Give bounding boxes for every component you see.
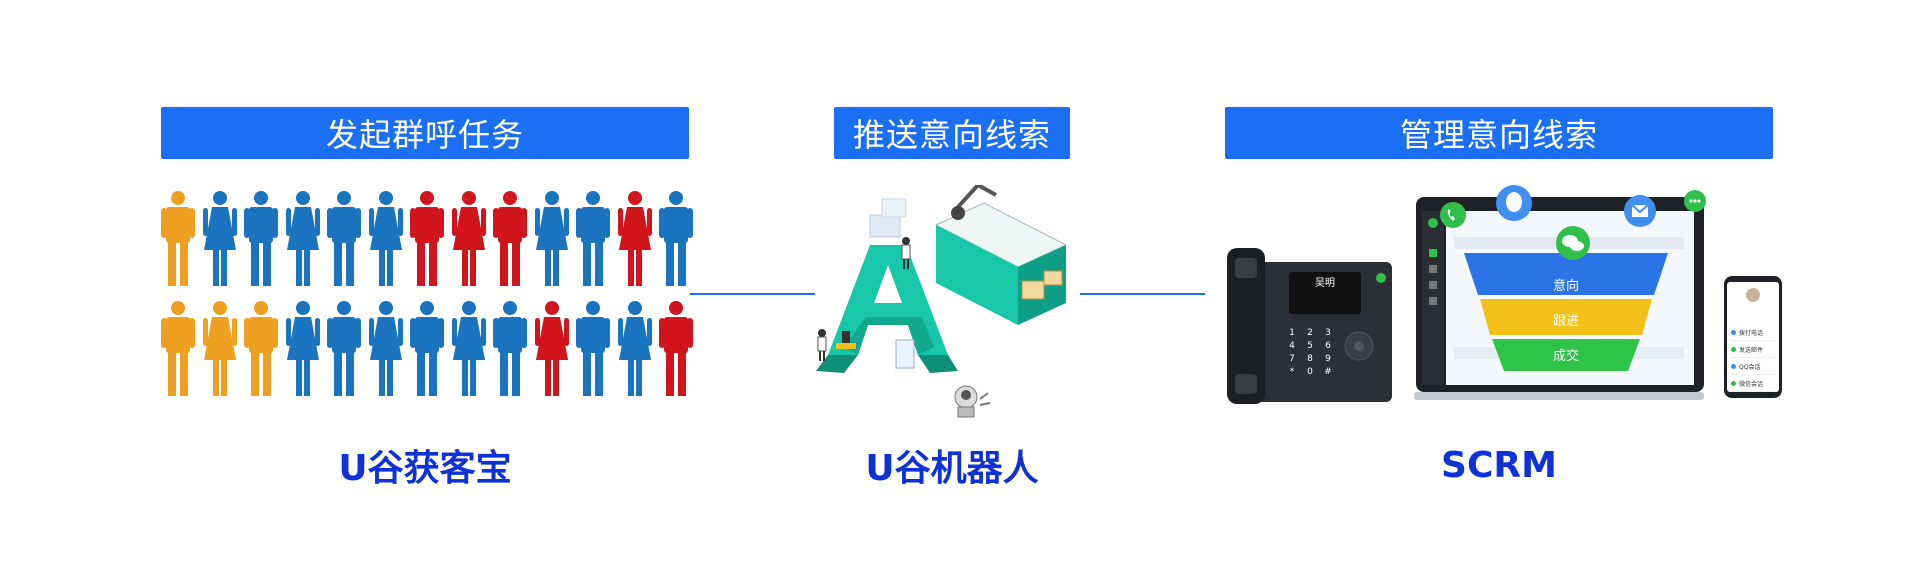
letter-a-block	[816, 245, 958, 373]
phone-keypad: 1 2 3 4 5 6 7 8 9 * 0 #	[1283, 328, 1337, 377]
female-person-icon	[534, 191, 569, 286]
stage-1-title: 发起群呼任务	[325, 116, 524, 154]
keypad-key: #	[1324, 367, 1332, 377]
keypad-key: 3	[1325, 328, 1331, 338]
action-icon	[1731, 346, 1736, 352]
female-person-icon	[534, 301, 569, 396]
phone-screen-name: 吴明	[1315, 278, 1335, 289]
keypad-key: 6	[1325, 341, 1331, 351]
worker-figure	[901, 237, 911, 269]
male-person-icon	[244, 301, 278, 396]
contact-action-item: 微信会话	[1731, 375, 1777, 392]
action-label: QQ会话	[1739, 363, 1761, 371]
male-person-icon	[161, 301, 195, 396]
hologram-panel	[869, 214, 901, 238]
phone-call-icon	[1440, 202, 1466, 228]
conveyor-box	[1043, 270, 1063, 286]
action-icon	[1731, 363, 1736, 369]
desk-phone: 吴明 1 2 3 4 5 6 7 8 9 * 0 #	[1227, 248, 1394, 406]
action-label: 微信会话	[1739, 380, 1764, 388]
letter-i-block	[934, 202, 1068, 325]
hologram-panel	[881, 198, 907, 218]
female-person-icon	[202, 301, 237, 396]
stage-2-title: 推送意向线索	[852, 116, 1051, 154]
action-label: 发送邮件	[1739, 346, 1764, 354]
mobile-phone: 拨打电话发送邮件 QQ会话微信会话	[1724, 276, 1782, 398]
action-icon	[1731, 329, 1736, 335]
connector-line-2	[1080, 293, 1205, 295]
keypad-key: 9	[1325, 354, 1331, 364]
funnel-label-1: 意向	[1552, 279, 1579, 294]
stage-1-banner: 发起群呼任务	[161, 107, 689, 159]
worker-figure	[817, 329, 827, 361]
ai-robot-illustration	[816, 185, 1068, 418]
small-robot	[954, 385, 991, 418]
keypad-key: 8	[1307, 354, 1313, 364]
male-person-icon	[493, 301, 527, 396]
stage-3-title: 管理意向线索	[1399, 116, 1598, 154]
action-label: 拨打电话	[1739, 329, 1764, 337]
male-person-icon	[659, 301, 693, 396]
keypad-key: 5	[1307, 341, 1313, 351]
contact-menu: 拨打电话发送邮件 QQ会话微信会话	[1731, 324, 1777, 392]
connector-line-1	[690, 293, 815, 295]
female-person-icon	[202, 191, 237, 286]
avatar	[1746, 288, 1760, 302]
female-person-icon	[368, 301, 403, 396]
robot-arm	[951, 185, 997, 220]
funnel-label-2: 跟进	[1552, 314, 1579, 329]
lamp-figure	[836, 331, 856, 349]
male-person-icon	[659, 191, 693, 286]
keypad-key: 0	[1307, 367, 1313, 377]
stage-2-product: U谷机器人	[865, 448, 1039, 489]
female-person-icon	[285, 301, 320, 396]
female-person-icon	[617, 301, 652, 396]
mail-icon	[1624, 195, 1656, 227]
male-person-icon	[576, 191, 610, 286]
male-person-icon	[244, 191, 278, 286]
qq-icon	[1496, 185, 1532, 221]
keypad-key: *	[1289, 367, 1295, 377]
stage-2-banner: 推送意向线索	[834, 107, 1070, 159]
female-person-icon	[285, 191, 320, 286]
keypad-key: 2	[1307, 328, 1313, 338]
contact-action-item: 发送邮件	[1731, 341, 1777, 358]
male-person-icon	[327, 191, 361, 286]
stage-3-banner: 管理意向线索	[1225, 107, 1773, 159]
contact-action-item: 拨打电话	[1731, 324, 1777, 341]
female-person-icon	[451, 301, 486, 396]
keypad-key: 4	[1289, 341, 1295, 351]
male-person-icon	[410, 191, 444, 286]
conveyor-box	[1021, 280, 1045, 300]
female-person-icon	[617, 191, 652, 286]
chat-bubble-icon	[1684, 190, 1706, 212]
funnel-level-3	[1492, 339, 1640, 371]
stage-1-product: U谷获客宝	[338, 448, 512, 489]
funnel-level-1	[1464, 253, 1668, 295]
male-person-icon	[410, 301, 444, 396]
stage-3-product: SCRM	[1441, 444, 1557, 486]
funnel-label-3: 成交	[1552, 349, 1579, 364]
male-person-icon	[493, 191, 527, 286]
male-person-icon	[161, 191, 195, 286]
keypad-key: 1	[1289, 328, 1295, 338]
keypad-key: 7	[1289, 354, 1295, 364]
contact-action-item: QQ会话	[1731, 358, 1777, 375]
crowd-illustration	[161, 190, 693, 405]
wechat-icon	[1556, 226, 1590, 260]
female-person-icon	[368, 191, 403, 286]
action-icon	[1731, 380, 1736, 386]
male-person-icon	[327, 301, 361, 396]
funnel-level-2	[1480, 299, 1652, 335]
male-person-icon	[576, 301, 610, 396]
female-person-icon	[451, 191, 486, 286]
